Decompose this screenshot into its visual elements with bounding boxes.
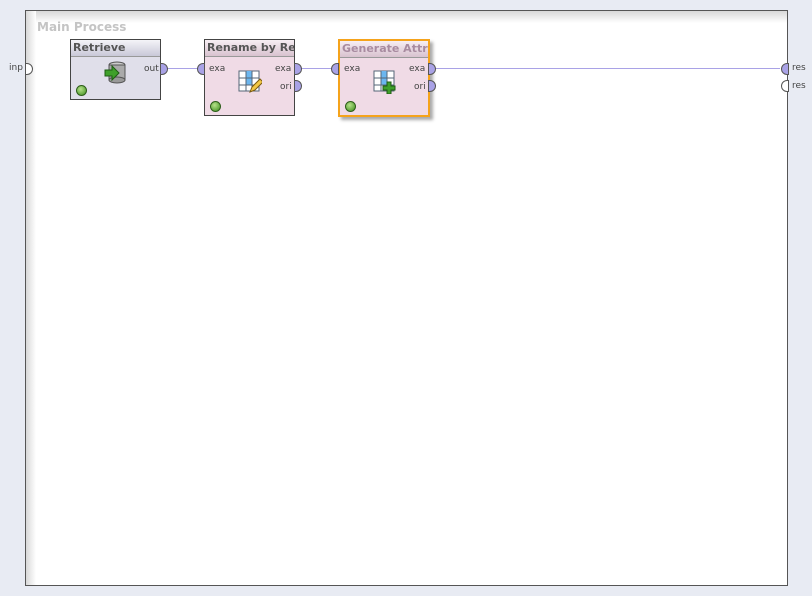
retrieve-output-port[interactable]	[160, 63, 168, 75]
process-input-port-label: inp	[9, 63, 23, 73]
port-label-exa-in: exa	[209, 64, 226, 74]
port-label-exa-out: exa	[275, 64, 292, 74]
status-indicator	[345, 101, 356, 112]
result-port-label: res	[792, 81, 806, 91]
generate-input-port[interactable]	[331, 63, 339, 75]
connection-rename-generate[interactable]	[300, 68, 334, 69]
operator-generate-attributes[interactable]: Generate Attri... exa exa ori	[338, 39, 430, 117]
table-edit-icon	[238, 70, 262, 93]
port-label-ori: ori	[414, 82, 426, 92]
connection-generate-result[interactable]	[434, 68, 780, 69]
port-label-exa-in: exa	[344, 64, 361, 74]
generate-output-port-exa[interactable]	[428, 63, 436, 75]
process-result-port-2[interactable]	[781, 80, 789, 92]
port-label-ori: ori	[280, 82, 292, 92]
operator-title: Rename by Re...	[205, 40, 294, 57]
operator-title: Retrieve	[71, 40, 160, 57]
process-result-port-1[interactable]	[781, 63, 789, 75]
database-retrieve-icon	[104, 61, 126, 84]
connection-retrieve-rename[interactable]	[166, 68, 200, 69]
port-label-exa-out: exa	[409, 64, 426, 74]
table-add-icon	[373, 70, 396, 94]
process-canvas[interactable]: Main Process	[25, 10, 788, 586]
operator-retrieve[interactable]: Retrieve out	[70, 39, 161, 100]
status-indicator	[210, 101, 221, 112]
port-label-out: out	[144, 64, 159, 74]
operator-title: Generate Attri...	[340, 41, 428, 58]
operator-rename-by-replacing[interactable]: Rename by Re... exa exa ori	[204, 39, 295, 116]
status-indicator	[76, 85, 87, 96]
rename-output-port-exa[interactable]	[294, 63, 302, 75]
process-input-port[interactable]	[25, 63, 33, 75]
generate-output-port-ori[interactable]	[428, 80, 436, 92]
rename-output-port-ori[interactable]	[294, 80, 302, 92]
rename-input-port[interactable]	[197, 63, 205, 75]
result-port-label: res	[792, 63, 806, 73]
process-title: Main Process	[37, 20, 127, 34]
